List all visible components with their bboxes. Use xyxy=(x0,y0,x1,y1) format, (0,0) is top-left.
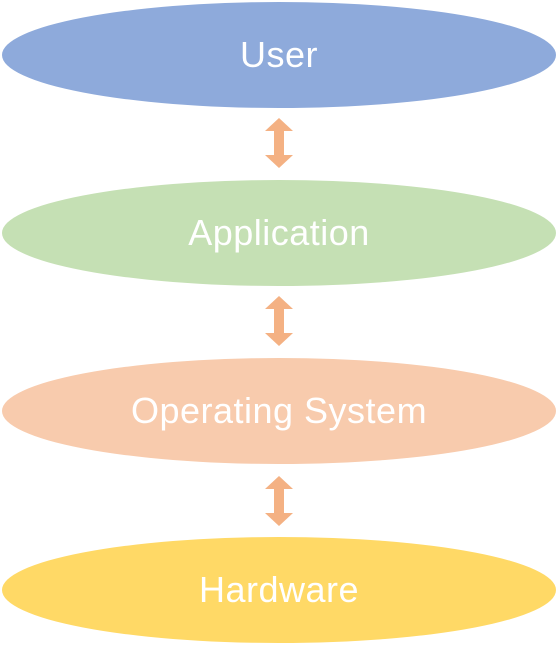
layer-user: User xyxy=(2,2,556,108)
layer-operating-system: Operating System xyxy=(2,358,556,464)
double-arrow-icon xyxy=(265,118,293,168)
double-arrow-icon xyxy=(265,476,293,526)
layer-user-label: User xyxy=(239,34,318,75)
layer-application-label: Application xyxy=(188,212,370,253)
double-arrow-icon xyxy=(265,296,293,346)
layer-hardware: Hardware xyxy=(2,537,556,643)
layer-operating-system-label: Operating System xyxy=(130,390,428,431)
layer-hardware-label: Hardware xyxy=(198,569,360,610)
layer-application: Application xyxy=(2,180,556,286)
